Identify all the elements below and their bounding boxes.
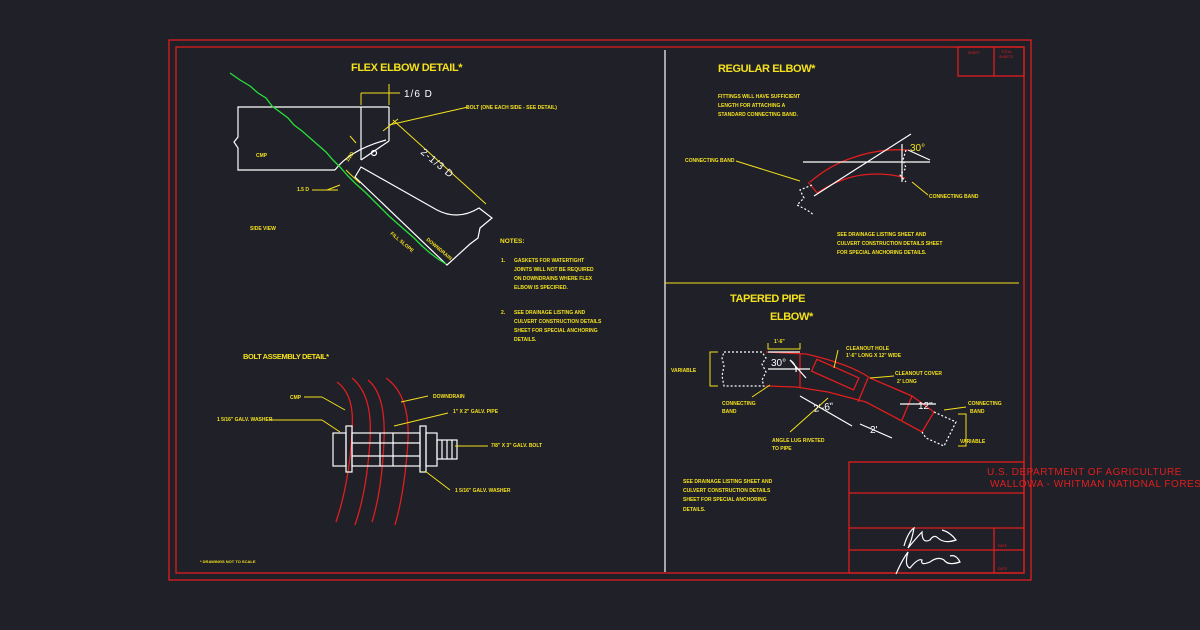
- note-2-line-1: SEE DRAINAGE LISTING AND: [514, 310, 586, 316]
- tapered-title-line-2: ELBOW*: [770, 311, 814, 323]
- bolt-washer-left-label: 1 5/16" GALV. WASHER: [217, 417, 273, 423]
- note-1-number: 1.: [501, 258, 506, 264]
- tapered-pipe-drawing: [709, 343, 967, 447]
- tapered-lug-line-2: TO PIPE: [772, 446, 792, 452]
- regular-angle-label: 30°: [910, 143, 925, 154]
- tapered-angle-label: 30°: [771, 358, 786, 369]
- note-1-line-2: JOINTS WILL NOT BE REQUIRED: [514, 267, 594, 273]
- flex-cmp-label: CMP: [256, 153, 268, 159]
- date-label-1: DATE: [998, 544, 1008, 548]
- note-1-line-1: GASKETS FOR WATERTIGHT: [514, 258, 584, 264]
- tapered-dim-right: 12": [918, 401, 933, 412]
- regular-elbow-title: REGULAR ELBOW*: [718, 63, 816, 75]
- tapered-band-right-line-1: CONNECTING: [968, 401, 1002, 407]
- not-to-scale-note: * DRAWINGS NOT TO SCALE: [200, 559, 256, 564]
- tapered-see-line-1: SEE DRAINAGE LISTING SHEET AND: [683, 479, 773, 485]
- tapered-variable-left: VARIABLE: [671, 368, 697, 374]
- flex-half-d-label: 1/2D: [345, 151, 356, 163]
- signature-1: [903, 526, 957, 549]
- note-2-line-2: CULVERT CONSTRUCTION DETAILS: [514, 319, 602, 325]
- tapered-see-line-2: CULVERT CONSTRUCTION DETAILS: [683, 488, 771, 494]
- bolt-cmp-label: CMP: [290, 395, 302, 401]
- tapered-variable-right: VARIABLE: [960, 439, 986, 445]
- tapered-see-line-3: SHEET FOR SPECIAL ANCHORING: [683, 497, 767, 503]
- total-sheets-label-1: TOTAL: [1001, 50, 1012, 54]
- tapered-cover-line-1: CLEANOUT COVER: [895, 371, 942, 377]
- note-1-line-4: ELBOW IS SPECIFIED.: [514, 285, 569, 291]
- tapered-title-line-1: TAPERED PIPE: [730, 293, 805, 305]
- tapered-cleanout-line-2: 1'-6" LONG X 12" WIDE: [846, 353, 902, 359]
- regular-elbow-drawing: [735, 133, 931, 216]
- regular-fittings-line-1: FITTINGS WILL HAVE SUFFICIENT: [718, 94, 800, 100]
- flex-one-d-label: 1.5 D: [297, 187, 309, 193]
- flex-elbow-drawing: [229, 72, 493, 266]
- regular-see-line-2: CULVERT CONSTRUCTION DETAILS SHEET: [837, 241, 942, 247]
- bolt-assembly-title: BOLT ASSEMBLY DETAIL*: [243, 352, 329, 361]
- tapered-dim-low: 2': [870, 425, 878, 436]
- tapered-band-right-line-2: BAND: [970, 409, 985, 415]
- flex-elbow-title: FLEX ELBOW DETAIL*: [351, 62, 463, 74]
- tapered-see-line-4: DETAILS.: [683, 507, 706, 513]
- flex-bolt-note: BOLT (ONE EACH SIDE - SEE DETAIL): [466, 105, 557, 111]
- agency-name: U.S. DEPARTMENT OF AGRICULTURE: [987, 467, 1182, 478]
- tapered-band-left-line-1: CONNECTING: [722, 401, 756, 407]
- bolt-washer-right-label: 1 5/16" GALV. WASHER: [455, 488, 511, 494]
- tapered-dim-top: 1'-6": [774, 339, 785, 345]
- flex-fill-slope-label: FILL SLOPE: [389, 231, 415, 255]
- forest-name: WALLOWA - WHITMAN NATIONAL FOREST: [990, 479, 1200, 490]
- date-label-2: DATE: [998, 567, 1008, 571]
- bolt-downdrain-label: DOWNDRAIN: [433, 394, 465, 400]
- note-2-number: 2.: [501, 310, 506, 316]
- notes-heading: NOTES:: [500, 238, 525, 245]
- note-2-line-3: SHEET FOR SPECIAL ANCHORING: [514, 328, 598, 334]
- regular-fittings-line-3: STANDARD CONNECTING BAND.: [718, 112, 799, 118]
- flex-dim-sixth: 1/6 D: [404, 89, 433, 100]
- note-1-line-3: ON DOWNDRAINS WHERE FLEX: [514, 276, 593, 282]
- regular-band-right-label: CONNECTING BAND: [929, 194, 979, 200]
- sheet-border: [168, 39, 1032, 581]
- title-block: [848, 461, 1025, 574]
- flex-dim-two-third: 2-1/3 D: [418, 147, 456, 181]
- regular-band-left-label: CONNECTING BAND: [685, 158, 735, 164]
- flex-side-view-label: SIDE VIEW: [250, 226, 276, 232]
- bolt-assembly-drawing: [270, 377, 488, 526]
- regular-see-line-1: SEE DRAINAGE LISTING SHEET AND: [837, 232, 927, 238]
- tapered-band-left-line-2: BAND: [722, 409, 737, 415]
- tapered-cleanout-line-1: CLEANOUT HOLE: [846, 346, 890, 352]
- note-2-line-4: DETAILS.: [514, 337, 537, 343]
- total-sheets-label-2: SHEETS: [999, 55, 1014, 59]
- tapered-lug-line-1: ANGLE LUG RIVETED: [772, 438, 825, 444]
- signature-2: [895, 551, 961, 575]
- sheet-label: SHEET: [968, 51, 981, 55]
- bolt-bolt-label: 7/8" X 3" GALV. BOLT: [491, 443, 542, 449]
- tapered-dim-mid: 2'-6": [813, 401, 835, 415]
- regular-fittings-line-2: LENGTH FOR ATTACHING A: [718, 103, 786, 109]
- regular-see-line-3: FOR SPECIAL ANCHORING DETAILS.: [837, 250, 927, 256]
- bolt-pipe-label: 1" X 2" GALV. PIPE: [453, 409, 499, 415]
- flex-downdrain-label: DOWNDRAIN: [425, 237, 453, 262]
- tapered-cover-line-2: 2' LONG: [897, 379, 917, 385]
